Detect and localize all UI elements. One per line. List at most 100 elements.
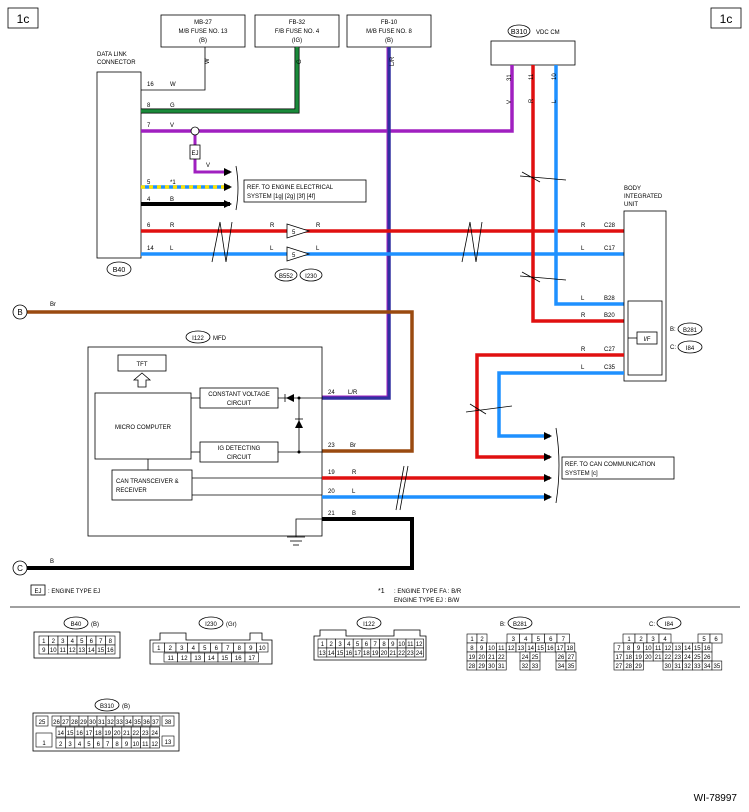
twist-mark-2	[461, 221, 483, 263]
i84-pin-label: 29	[635, 664, 642, 670]
i84-pin-label: 24	[684, 655, 691, 661]
b40-pin-label: 15	[97, 648, 104, 654]
legend-note-2: ENGINE TYPE EJ : B/W	[394, 598, 460, 604]
svg-text:(IG): (IG)	[292, 38, 302, 44]
b281-pin-label: 26	[558, 655, 565, 661]
wire-v	[141, 65, 514, 133]
i84-pin-label: 25	[694, 655, 701, 661]
i122-pin-label: 13	[319, 651, 326, 657]
i230-pin-label: 5	[203, 646, 207, 652]
svg-text:(Gr): (Gr)	[226, 622, 237, 628]
wire-biu-c27	[475, 353, 624, 459]
joint-r-num: 5	[292, 230, 296, 236]
b281-pin-label: 12	[508, 646, 515, 652]
b310-pin-cell	[149, 737, 160, 749]
svg-text:C17: C17	[604, 246, 616, 252]
b40-pin-label: 7	[99, 639, 103, 645]
svg-text:L/R: L/R	[348, 390, 358, 396]
arrow-v	[224, 168, 232, 176]
svg-text:6: 6	[147, 223, 151, 229]
dlc-connector-tag	[106, 261, 132, 277]
i230-pin-label: 12	[181, 656, 188, 662]
svg-text:C35: C35	[604, 365, 616, 371]
i84-pin-label: 1	[627, 637, 631, 643]
b310-pin-cell	[149, 726, 160, 738]
i84-pin-label: 19	[635, 655, 642, 661]
b281-pin-label: 19	[469, 655, 476, 661]
svg-text:(B): (B)	[385, 38, 393, 44]
b310-pin-label: 35	[134, 720, 141, 726]
i122-pin-label: 9	[391, 642, 395, 648]
can-label-1: CAN TRANSCEIVER &	[116, 479, 179, 485]
doc-id: WI-78997	[694, 793, 738, 804]
b281-pin-label: 1	[470, 637, 474, 643]
i84-pin-label: 15	[694, 646, 701, 652]
i230-pin-label: 8	[238, 646, 242, 652]
svg-text:R: R	[170, 223, 175, 229]
b281-pin-label: 18	[567, 646, 574, 652]
b281-pin-label: 21	[488, 655, 495, 661]
b-node-wire: Br	[50, 302, 56, 308]
i122-pin-label: 1	[321, 642, 325, 648]
i84-pin-label: 14	[684, 646, 691, 652]
joint-tag-1	[274, 268, 298, 282]
page-tag-left: 1c	[17, 12, 30, 26]
svg-text:23: 23	[328, 443, 335, 449]
biu-conn-b-tag	[677, 322, 703, 336]
page-tag-right-box	[710, 7, 742, 29]
joint-l-num: 5	[292, 253, 296, 259]
mfd-connector-tag	[185, 330, 211, 344]
b281-pin-label: 13	[518, 646, 525, 652]
tft-label: TFT	[137, 362, 148, 368]
i230-pin-label: 4	[192, 646, 196, 652]
vdc-pin-11: 11	[529, 73, 535, 80]
tft-block	[117, 354, 167, 372]
i122-pin-label: 6	[365, 642, 369, 648]
svg-text:R: R	[581, 313, 586, 319]
b281-pin-label: 34	[558, 664, 565, 670]
i84-pin-label: 27	[616, 664, 623, 670]
ref-engine-bracket	[235, 165, 239, 211]
svg-text:(B): (B)	[122, 704, 130, 710]
i84-pin-cell	[633, 660, 644, 671]
b281-pin-label: 29	[478, 664, 485, 670]
svg-text:B40: B40	[71, 622, 82, 628]
i230-pin-label: 1	[157, 646, 161, 652]
b40-pin-label: 8	[109, 639, 113, 645]
vdc-wire-v: V	[507, 100, 513, 104]
b310-pin-label: 9	[125, 742, 129, 748]
ground-wire	[295, 518, 322, 537]
b310-pin-label: 34	[125, 720, 132, 726]
legend-star: *1	[378, 588, 385, 595]
i122-pin-label: 19	[372, 651, 379, 657]
svg-text:FB-10: FB-10	[381, 20, 398, 26]
cv-label-1: CONSTANT VOLTAGE	[208, 392, 270, 398]
wire-w	[141, 47, 206, 91]
micro-computer-block	[94, 392, 192, 460]
mfd-connector: I122	[192, 336, 204, 342]
b310-pin-cell	[35, 715, 49, 727]
svg-text:B310: B310	[511, 29, 527, 36]
b310-pin-label: 4	[78, 742, 82, 748]
page-tag-right: 1c	[720, 12, 733, 26]
arrow-star1	[224, 183, 232, 191]
svg-text:(B): (B)	[199, 38, 207, 44]
b281-pin-label: 10	[488, 646, 495, 652]
fuse-mb27: MB-27 M/B FUSE NO. 13 (B)	[160, 14, 246, 48]
ref-engine-box	[243, 179, 367, 203]
joint-connector-r	[286, 223, 311, 239]
i230-pin-label: 13	[194, 656, 201, 662]
i84-pin-label: 4	[663, 637, 667, 643]
i84-pin-label: 23	[674, 655, 681, 661]
b281-pin-label: 5	[537, 637, 541, 643]
i84-pin-label: 6	[714, 637, 718, 643]
b281-pin-label: 6	[549, 637, 553, 643]
mfd-label: MFD	[213, 336, 227, 342]
i84-pin-cell	[709, 633, 723, 644]
b310-pin-label: 2	[59, 742, 63, 748]
ref-engine-line1: REF. TO ENGINE ELECTRICAL	[247, 185, 334, 191]
i84-pin-label: 13	[674, 646, 681, 652]
